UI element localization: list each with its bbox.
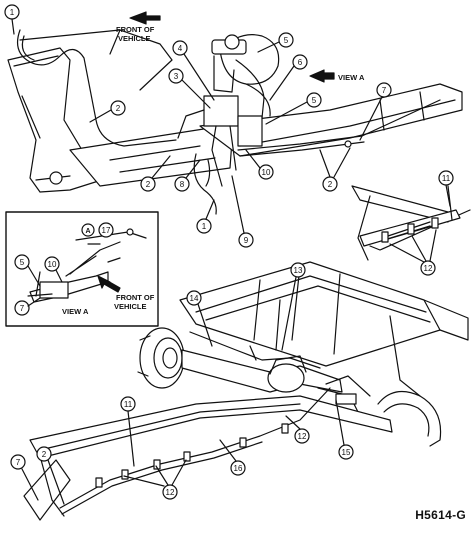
callout-6: 6 [298, 58, 303, 67]
callout-14: 14 [190, 294, 199, 303]
callout-15: 15 [342, 448, 351, 457]
rail-clip-callouts [389, 170, 454, 276]
callout-5-top-a: 5 [284, 36, 289, 45]
callout-1-top: 1 [10, 8, 15, 17]
callout-2-top: 2 [116, 104, 121, 113]
inset-callouts [14, 222, 114, 316]
front-of-vehicle-label-inset-2: VEHICLE [114, 302, 147, 311]
callout-7-inset: 7 [20, 304, 25, 313]
callout-5-inset: 5 [20, 258, 25, 267]
callout-2-bottom: 2 [42, 450, 47, 459]
callout-numbers: 1 2 4 3 5 6 5 7 2 10 2 8 1 9 11 12 17 5 … [10, 8, 451, 497]
figure-code: H5614-G [415, 508, 466, 522]
front-of-vehicle-label-top-1: FRONT OF [116, 25, 155, 34]
callout-10-inset: 10 [48, 260, 57, 269]
callout-5-top-b: 5 [312, 96, 317, 105]
callout-12-bottom: 12 [166, 488, 175, 497]
callout-3: 3 [174, 72, 179, 81]
callout-2-top-mid: 2 [146, 180, 151, 189]
callout-11-top: 11 [442, 174, 451, 183]
callout-10-top: 10 [262, 168, 271, 177]
bottom-callouts [10, 262, 354, 505]
view-a-label-top: VIEW A [338, 73, 365, 82]
callout-17: 17 [102, 226, 111, 235]
front-of-vehicle-label-inset-1: FRONT OF [116, 293, 155, 302]
callout-9: 9 [244, 236, 249, 245]
callout-1-top-mid: 1 [202, 222, 207, 231]
callout-12-top: 12 [424, 264, 433, 273]
rear-axle-assembly [23, 261, 469, 521]
callout-7-bottom: 7 [16, 458, 21, 467]
callout-4: 4 [178, 44, 183, 53]
inset-letter-a: A [85, 228, 90, 235]
view-a-label-inset: VIEW A [62, 307, 89, 316]
rail-clip-detail [351, 185, 471, 261]
inset-arrow-icon [97, 275, 121, 293]
top-direction-arrows [129, 11, 335, 83]
callout-2-top-right: 2 [328, 180, 333, 189]
front-frame-assembly [7, 29, 463, 215]
text-labels: FRONT OF VEHICLE VIEW A FRONT OF VEHICLE… [62, 25, 365, 316]
callout-12-bottom-right: 12 [298, 432, 307, 441]
front-of-vehicle-label-top-2: VEHICLE [118, 34, 151, 43]
callout-16: 16 [234, 464, 243, 473]
callout-13: 13 [294, 266, 303, 275]
top-callouts [4, 4, 392, 248]
callout-7-top: 7 [382, 86, 387, 95]
callout-8: 8 [180, 180, 185, 189]
callout-11-bottom: 11 [124, 400, 133, 409]
